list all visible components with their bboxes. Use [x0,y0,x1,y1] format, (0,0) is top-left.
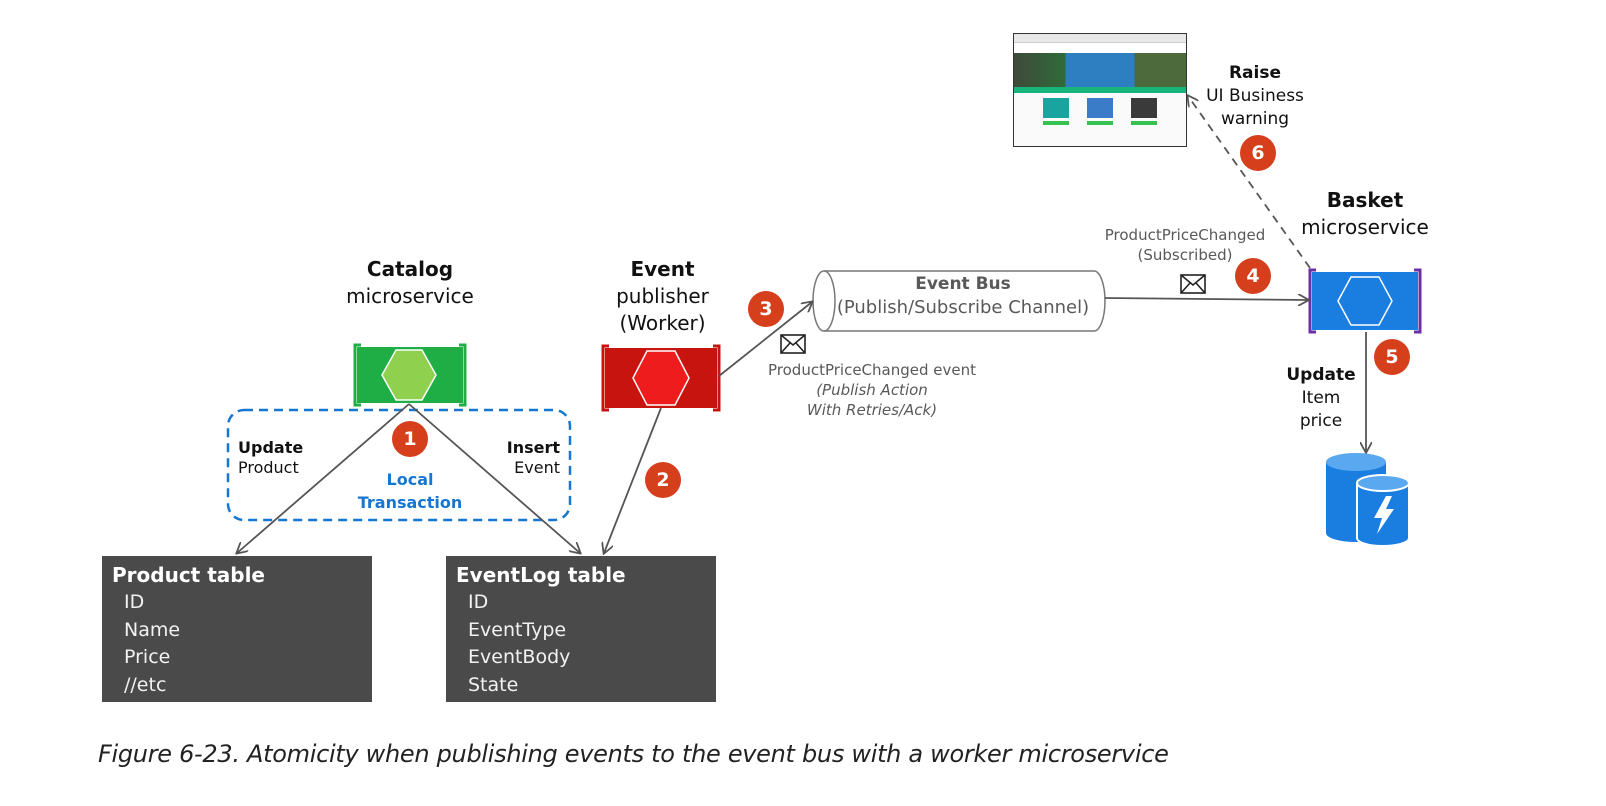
local-transaction-line2: Transaction [357,493,463,512]
arrow-update-product [237,403,410,553]
publisher-line2: publisher [616,284,709,308]
eventlog-table-title: EventLog table [456,563,626,587]
step-badge-5: 5 [1374,339,1410,375]
arrow-insert-event [408,403,580,553]
raise-warning-line2: UI Business [1206,86,1304,106]
envelope-icon [780,334,806,354]
step-badge-4: 4 [1235,258,1271,294]
publish-note-line2: (Publish Action [816,381,928,399]
eventlog-table-row: EventType [468,618,567,641]
catalog-label: Catalog microservice [330,256,490,310]
event-bus-cylinder [812,270,1106,332]
subscribe-note-line2: (Subscribed) [1137,246,1233,264]
local-transaction-line1: Local [386,470,434,489]
update-price-line3: price [1299,411,1343,431]
publish-note-line1: ProductPriceChanged event [768,361,976,379]
update-product-bold: Update [238,438,304,457]
product-table-row: ID [124,591,145,613]
basket-title: Basket [1326,188,1404,212]
update-product-label: Update Product [238,438,303,478]
basket-label: Basket microservice [1280,187,1450,241]
webpage-thumbnail-icon [1013,33,1187,147]
step-badge-6: 6 [1240,135,1276,171]
insert-event-bold: Insert [506,438,560,457]
publisher-line3: (Worker) [619,311,706,335]
arrow-read-eventlog [604,407,662,553]
catalog-subtitle: microservice [346,284,474,308]
local-transaction-label: Local Transaction [340,468,480,514]
raise-warning-line3: warning [1220,109,1290,129]
eventlog-table: EventLog table ID EventType EventBody St… [446,556,716,702]
subscribe-note: ProductPriceChanged (Subscribed) [1095,225,1275,265]
database-icon [1326,453,1410,547]
raise-warning-bold: Raise [1228,63,1282,83]
update-product-rest: Product [238,458,299,477]
product-table-row: Price [124,646,171,668]
catalog-title: Catalog [366,257,454,281]
figure-caption: Figure 6-23. Atomicity when publishing e… [98,740,1169,768]
step-badge-1: 1 [392,421,428,457]
step-badge-2: 2 [645,462,681,498]
arrow-raise-warning [1188,96,1311,269]
update-price-note: Update Item price [1276,364,1366,433]
raise-warning-note: Raise UI Business warning [1195,62,1315,131]
basket-service-icon [1308,268,1422,334]
product-table-row: //etc [124,673,167,696]
event-bus-subtitle: (Publish/Subscribe Channel) [836,297,1090,318]
event-bus-label: Event Bus (Publish/Subscribe Channel) [826,273,1100,319]
eventlog-table-row: EventBody [468,646,571,668]
insert-event-label: Insert Event [500,438,560,478]
event-bus-title: Event Bus [915,274,1011,294]
product-table-row: Name [124,618,181,641]
publisher-service-icon [601,344,721,412]
update-price-line2: Item [1301,388,1341,408]
product-table-title: Product table [112,563,265,587]
publish-note-line3: With Retries/Ack) [806,401,938,419]
publisher-title: Event [630,257,695,281]
step-badge-3: 3 [748,291,784,327]
catalog-service-icon [353,343,467,407]
publisher-label: Event publisher (Worker) [590,256,735,337]
insert-event-rest: Event [514,458,560,477]
eventlog-table-row: State [468,673,519,696]
arrow-subscribe [1104,298,1308,300]
subscribe-note-line1: ProductPriceChanged [1104,226,1266,244]
basket-subtitle: microservice [1301,215,1429,239]
envelope-icon [1180,274,1206,294]
eventlog-table-row: ID [468,591,489,613]
publish-note: ProductPriceChanged event (Publish Actio… [752,360,992,420]
arrow-publish [718,302,812,377]
product-table: Product table ID Name Price //etc [102,556,372,702]
local-transaction-boundary [226,408,572,522]
update-price-bold: Update [1286,365,1356,385]
